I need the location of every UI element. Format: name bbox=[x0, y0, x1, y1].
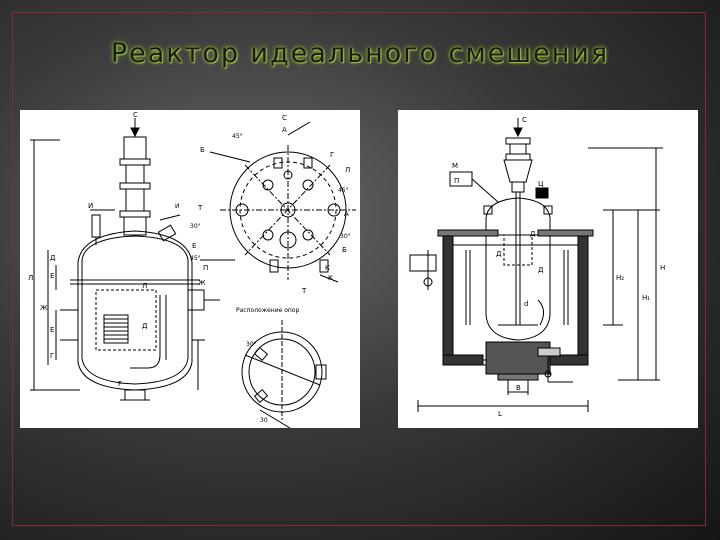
slide-title: Реактор идеального смешения bbox=[110, 38, 610, 69]
label-h2: Н₂ bbox=[616, 274, 624, 282]
label-e2: Е bbox=[192, 242, 196, 250]
reactor-jacket-drawing: С М П Ц Д Д Д d В L Н Н₁ Н₂ bbox=[409, 116, 665, 418]
reactor-drawing-left: С С А 45° Б Г Л 45° А 30° Б К К Т Т 30° … bbox=[20, 110, 360, 428]
reactor-drawing-right: С М П Ц Д Д Д d В L Н Н₁ Н₂ bbox=[398, 110, 698, 428]
label-c: С bbox=[522, 116, 527, 124]
label-l-inner: Л bbox=[142, 282, 147, 290]
label-p: П bbox=[203, 264, 208, 272]
label-d2: Д bbox=[142, 322, 148, 330]
label-deg45c: 45° bbox=[190, 255, 201, 262]
label-deg30b: 30° bbox=[190, 223, 201, 230]
label-deg45a: 45° bbox=[232, 133, 243, 140]
label-d4: d bbox=[524, 300, 528, 308]
support-caption: Расположение опор bbox=[236, 307, 299, 314]
label-deg30a: 30° bbox=[340, 233, 351, 240]
label-zh: Ж bbox=[198, 279, 206, 287]
label-l-left: Л bbox=[28, 274, 33, 282]
label-h1: Н₁ bbox=[642, 294, 650, 302]
label-t: Т bbox=[197, 204, 203, 212]
label-n30: 30 bbox=[260, 417, 268, 424]
label-deg30c: 30° bbox=[246, 341, 257, 348]
reactor-section-drawing: С С А 45° Б Г Л 45° А 30° Б К К Т Т 30° … bbox=[28, 111, 356, 428]
label-p: П bbox=[454, 177, 459, 185]
label-l: Л bbox=[345, 166, 350, 174]
label-k: К bbox=[325, 264, 330, 272]
label-c2: С bbox=[282, 114, 287, 122]
label-d2: Д bbox=[496, 250, 502, 258]
label-h: Н bbox=[660, 264, 665, 272]
label-i2: И bbox=[175, 203, 180, 210]
label-a1: А bbox=[282, 126, 287, 134]
label-e-left: Е bbox=[50, 272, 54, 280]
label-d: Д bbox=[50, 254, 56, 262]
label-f: F bbox=[118, 380, 122, 388]
label-d3: Д bbox=[538, 266, 544, 274]
label-ts: Ц bbox=[538, 180, 544, 188]
label-a2: А bbox=[344, 210, 349, 218]
label-b2: Б bbox=[342, 246, 347, 254]
label-b: Б bbox=[200, 146, 205, 154]
label-k2: К bbox=[328, 274, 333, 282]
label-e-left2: Е bbox=[50, 326, 54, 334]
label-g-left: Г bbox=[50, 352, 54, 360]
label-c-top: С bbox=[133, 111, 138, 119]
label-g: Г bbox=[330, 151, 334, 159]
label-zh-left: Ж bbox=[40, 304, 48, 312]
label-l: L bbox=[498, 410, 502, 418]
label-d: Д bbox=[530, 230, 536, 238]
label-deg45b: 45° bbox=[338, 187, 349, 194]
slide-frame bbox=[12, 12, 706, 526]
label-t2: Т bbox=[301, 287, 307, 295]
label-b: В bbox=[516, 384, 521, 392]
label-i: И bbox=[88, 202, 93, 210]
label-m: М bbox=[452, 162, 458, 170]
